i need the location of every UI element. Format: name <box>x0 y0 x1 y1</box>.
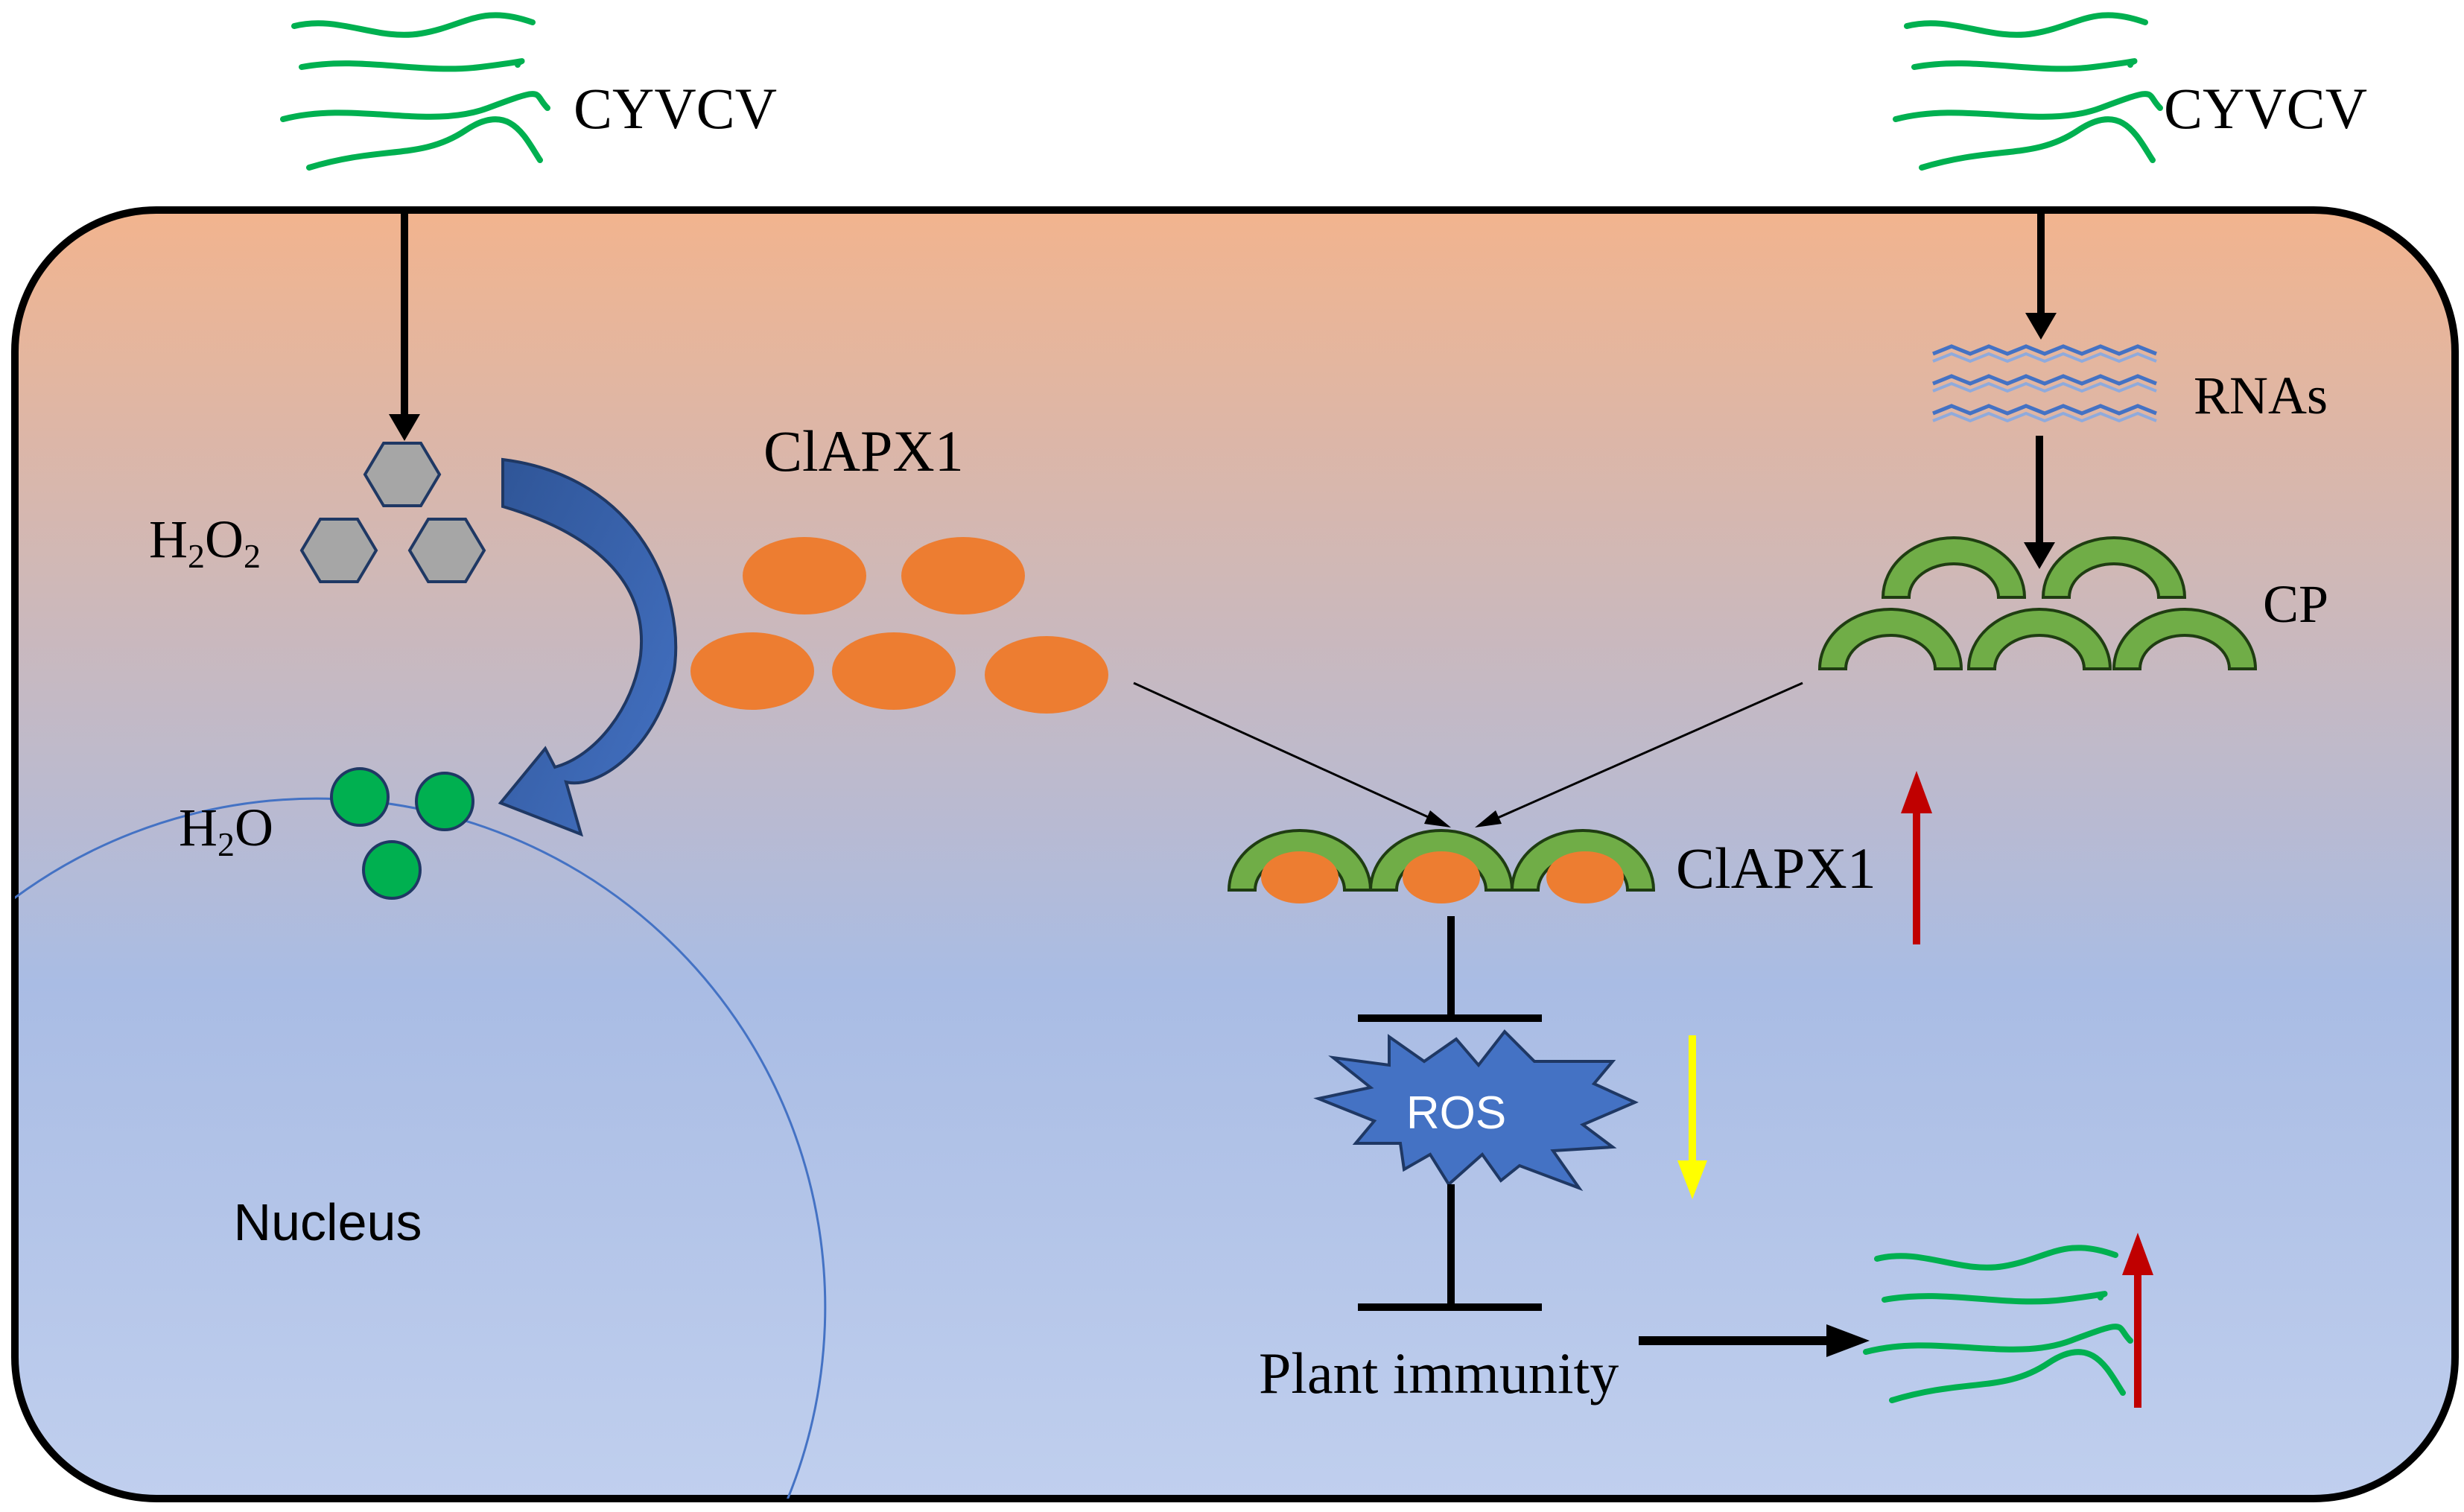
arrow-clapx1-to-complex <box>1133 682 1442 825</box>
virus-right-icon <box>1896 15 2160 168</box>
down-arrow-icon <box>1677 1160 1707 1199</box>
up-arrow-icon <box>2122 1233 2153 1275</box>
circle-molecule-icon <box>415 772 474 831</box>
rnas-label: RNAs <box>2194 366 2328 425</box>
nucleus-label: Nucleus <box>234 1193 422 1251</box>
clapx1-protein-icon <box>1261 851 1339 903</box>
cp-label: CP <box>2263 574 2328 634</box>
arrow-cp-to-complex <box>1485 682 1803 825</box>
virus-right-label: CYVCV <box>2164 76 2367 141</box>
clapx1-protein-icon <box>832 632 956 710</box>
circle-molecule-icon <box>330 767 390 827</box>
arrowhead-icon <box>1424 810 1451 828</box>
ros-label: ROS <box>1406 1087 1506 1139</box>
virus-left-icon <box>283 15 547 168</box>
clapx1-top-label: ClAPX1 <box>763 419 964 483</box>
clapx1-cluster <box>690 537 1108 714</box>
clapx1-protein-icon <box>1403 851 1480 903</box>
arrowhead-icon <box>1475 810 1502 828</box>
hexagon-molecule-icon <box>363 442 442 507</box>
burst-star-icon <box>1313 1029 1639 1192</box>
clapx1-protein-icon <box>743 537 866 614</box>
up-arrow-icon <box>1901 771 1932 813</box>
arrowhead-icon <box>389 414 420 441</box>
arrowhead-icon <box>1826 1324 1870 1357</box>
clapx1-protein-icon <box>1546 851 1624 903</box>
arrowhead-icon <box>2024 542 2055 569</box>
clapx1-complex-label: ClAPX1 <box>1676 836 1876 900</box>
nucleus-outline <box>15 797 827 1499</box>
clapx1-protein-icon <box>901 537 1025 614</box>
clapx1-cp-complex <box>1228 829 1655 903</box>
h2o-molecules <box>330 767 474 900</box>
circle-molecule-icon <box>362 840 422 900</box>
curved-conversion-arrow-icon <box>498 457 678 837</box>
arrowhead-icon <box>2025 313 2057 340</box>
plant-immunity-label: Plant immunity <box>1259 1341 1619 1405</box>
clapx1-protein-icon <box>985 636 1108 714</box>
clapx1-protein-icon <box>690 632 814 710</box>
h2o-label: H2O <box>179 798 273 863</box>
virus-left-label: CYVCV <box>574 76 777 141</box>
h2o2-molecules <box>299 442 486 583</box>
hexagon-molecule-icon <box>299 518 378 583</box>
hexagon-molecule-icon <box>407 518 486 583</box>
h2o2-label: H2O2 <box>149 509 261 575</box>
